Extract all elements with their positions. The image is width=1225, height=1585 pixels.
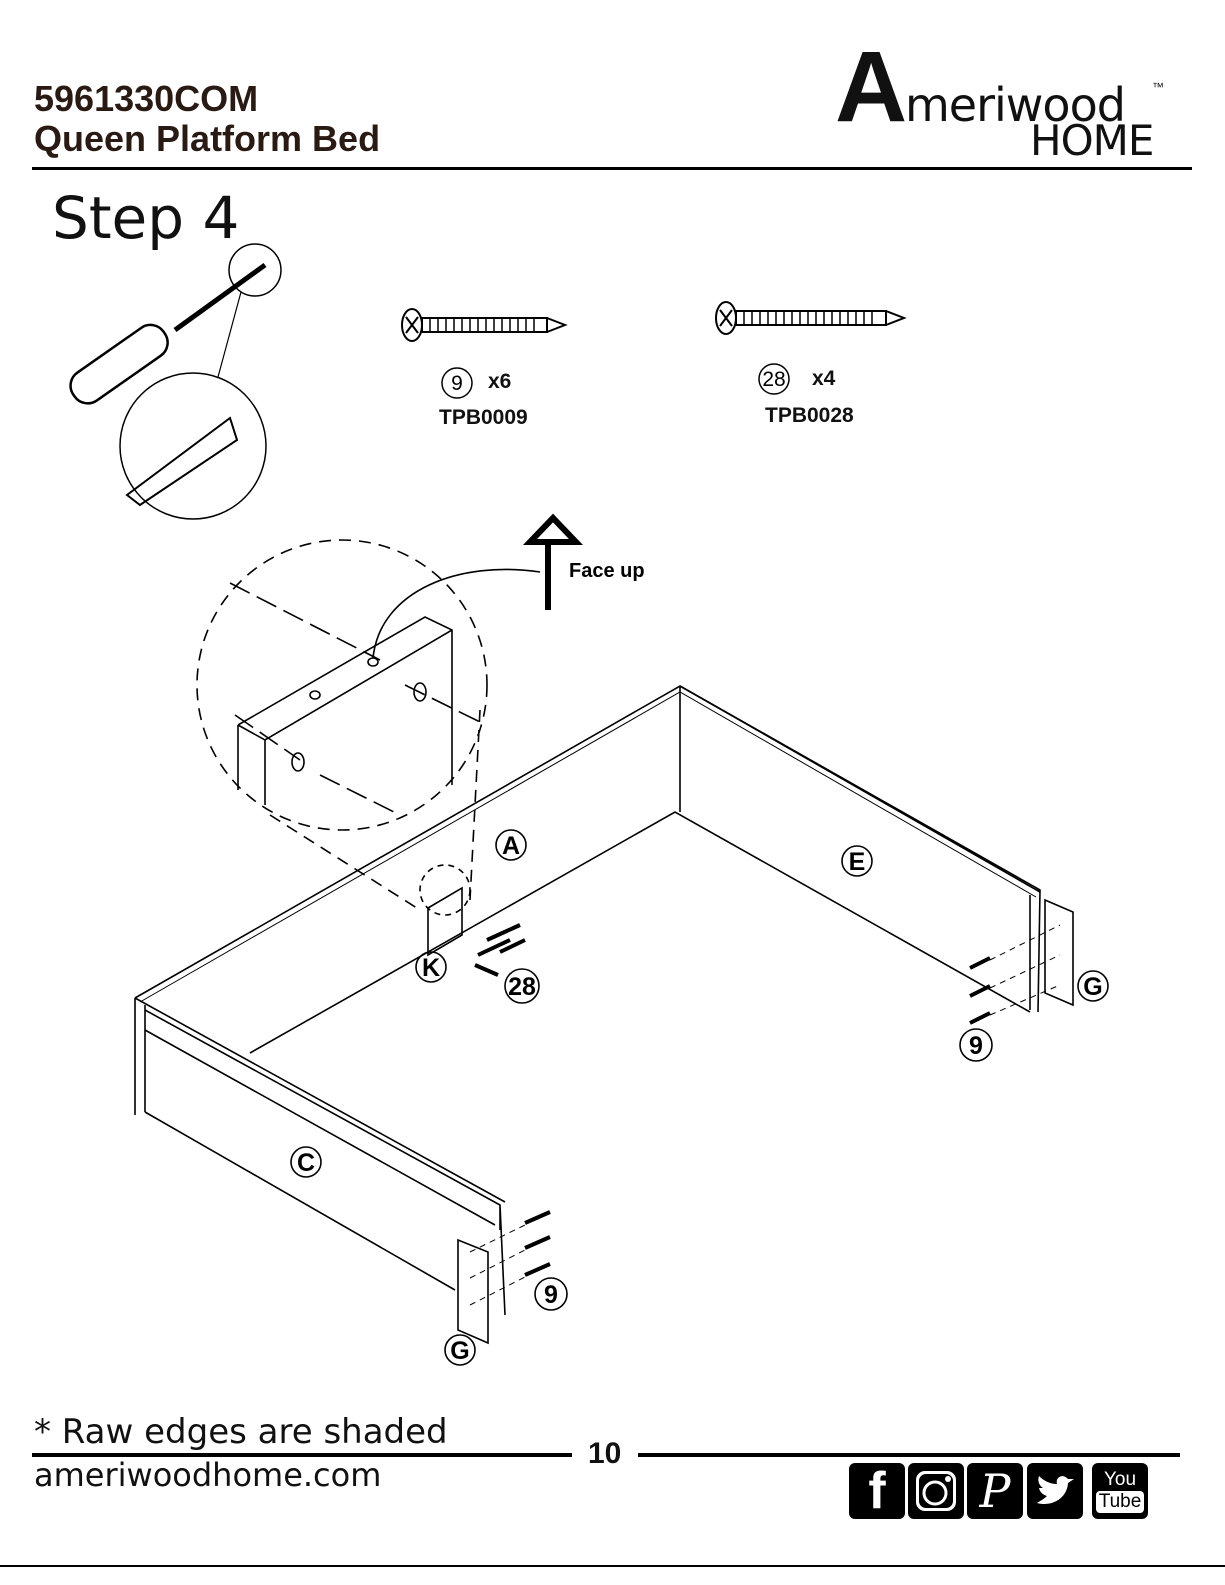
label-a: A — [502, 832, 520, 860]
part-number-badge: 28 — [758, 363, 790, 395]
face-up-label: Face up — [569, 560, 645, 582]
quantity: x4 — [812, 367, 836, 390]
label-k: K — [422, 954, 440, 982]
footer-divider — [32, 1453, 572, 1457]
label-screw-28: 28 — [508, 973, 536, 1001]
part-code: TPB0028 — [765, 404, 854, 427]
raw-edges-note: * Raw edges are shaded — [34, 1412, 448, 1452]
detail-circle — [196, 539, 488, 831]
step-title: Step 4 — [52, 184, 240, 252]
youtube-icon[interactable]: You Tube — [1092, 1463, 1148, 1519]
assembly-diagram: Face up A E K 28 G 9 C 9 G — [134, 513, 1109, 1366]
part-number-badge: 9 — [441, 367, 473, 399]
label-g-left: G — [450, 1337, 469, 1365]
face-up-arrow-icon — [522, 513, 584, 610]
svg-text:9: 9 — [451, 372, 463, 395]
page-bottom-border — [0, 1565, 1225, 1567]
facebook-icon[interactable]: f — [849, 1462, 905, 1520]
logo-trademark: ™ — [1152, 80, 1164, 94]
page-number: 10 — [588, 1437, 622, 1470]
website-link[interactable]: ameriwoodhome.com — [34, 1456, 382, 1494]
label-screw-9-right: 9 — [969, 1032, 983, 1060]
pinterest-icon[interactable]: P — [967, 1463, 1023, 1519]
logo-initial: A — [835, 31, 908, 143]
part-code: TPB0009 — [439, 406, 528, 429]
svg-text:28: 28 — [762, 368, 785, 391]
instagram-icon[interactable] — [908, 1463, 964, 1519]
logo-text: meriwood — [905, 78, 1126, 132]
label-c: C — [297, 1149, 315, 1177]
quantity: x6 — [488, 370, 512, 393]
twitter-icon[interactable] — [1027, 1463, 1083, 1519]
screw-9-icon — [401, 308, 568, 342]
screwdriver-icon — [69, 243, 282, 520]
footer-divider — [638, 1453, 1180, 1457]
product-code: 5961330COM — [34, 78, 259, 119]
product-name: Queen Platform Bed — [34, 118, 381, 159]
label-e: E — [849, 848, 866, 876]
screw-28-icon — [715, 301, 907, 335]
label-screw-9-left: 9 — [544, 1281, 558, 1309]
logo-home: HOME — [1030, 116, 1154, 165]
header-divider — [32, 167, 1192, 170]
label-g-right: G — [1083, 973, 1102, 1001]
